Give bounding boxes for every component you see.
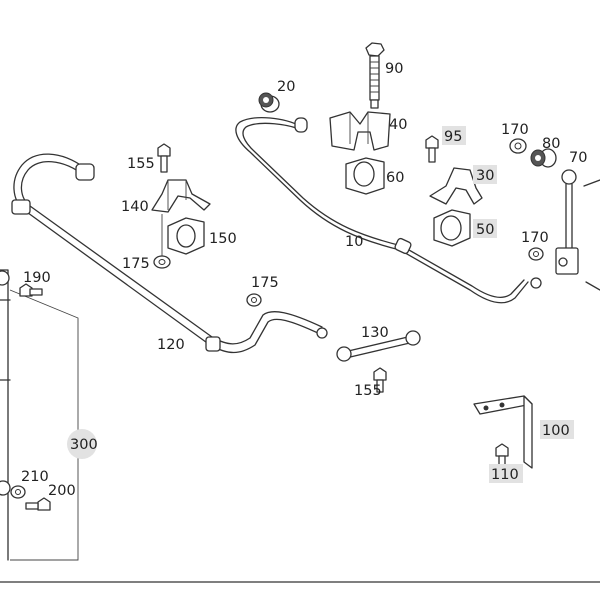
label-140: 140	[121, 199, 149, 215]
label-20: 20	[277, 79, 295, 95]
bracket-40[interactable]	[329, 111, 391, 151]
label-120: 120	[157, 337, 185, 353]
label-175-left: 175	[122, 256, 150, 272]
label-110-highlight	[489, 464, 523, 483]
shock-absorber[interactable]	[0, 269, 79, 561]
rubber-mount-50[interactable]	[433, 209, 471, 247]
bolt-90[interactable]	[365, 42, 385, 109]
label-200: 200	[48, 483, 76, 499]
bolt-190[interactable]	[19, 283, 43, 297]
label-100-highlight	[540, 420, 574, 439]
label-60: 60	[386, 170, 404, 186]
label-300: 300	[70, 437, 98, 453]
label-50-highlight	[473, 219, 497, 238]
label-40: 40	[389, 117, 407, 133]
label-70: 70	[569, 150, 587, 166]
label-175-center: 175	[251, 275, 279, 291]
link-rod-70[interactable]	[555, 169, 600, 291]
clamp-30[interactable]	[429, 167, 483, 205]
label-130: 130	[361, 325, 389, 341]
bolt-95[interactable]	[425, 135, 439, 163]
label-30: 30	[476, 168, 494, 184]
label-90: 90	[385, 61, 403, 77]
label-100: 100	[542, 423, 570, 439]
bushing-20[interactable]	[258, 92, 280, 113]
label-95: 95	[444, 129, 462, 145]
label-80: 80	[542, 136, 560, 152]
label-155-bottom: 155	[354, 383, 382, 399]
washer-170-top[interactable]	[509, 138, 527, 154]
bracket-100[interactable]	[473, 395, 533, 469]
rubber-mount-60[interactable]	[345, 157, 385, 195]
washer-170-mid[interactable]	[528, 247, 544, 261]
label-150: 150	[209, 231, 237, 247]
nut-175-center[interactable]	[246, 293, 262, 307]
nut-175-left[interactable]	[153, 255, 171, 269]
label-170-mid: 170	[521, 230, 549, 246]
label-190: 190	[23, 270, 51, 286]
bushing-80[interactable]	[530, 148, 557, 168]
stabilizer-bar-front[interactable]	[235, 117, 542, 304]
link-rod-130[interactable]	[336, 330, 421, 362]
clamp-140[interactable]	[151, 179, 211, 213]
label-300-highlight	[67, 429, 97, 459]
bolt-200[interactable]	[25, 497, 51, 511]
bolt-110[interactable]	[495, 443, 509, 467]
label-155-top: 155	[127, 156, 155, 172]
label-30-highlight	[473, 165, 497, 184]
rubber-mount-150[interactable]	[167, 217, 205, 255]
label-210: 210	[21, 469, 49, 485]
stabilizer-bar-rear[interactable]	[11, 153, 328, 354]
label-170-top: 170	[501, 122, 529, 138]
label-50: 50	[476, 222, 494, 238]
washer-210[interactable]	[10, 485, 26, 499]
label-95-highlight	[442, 126, 466, 145]
label-110: 110	[491, 467, 519, 483]
bolt-155-bottom[interactable]	[373, 367, 387, 393]
bolt-155-top[interactable]	[157, 143, 171, 173]
label-10: 10	[345, 234, 363, 250]
